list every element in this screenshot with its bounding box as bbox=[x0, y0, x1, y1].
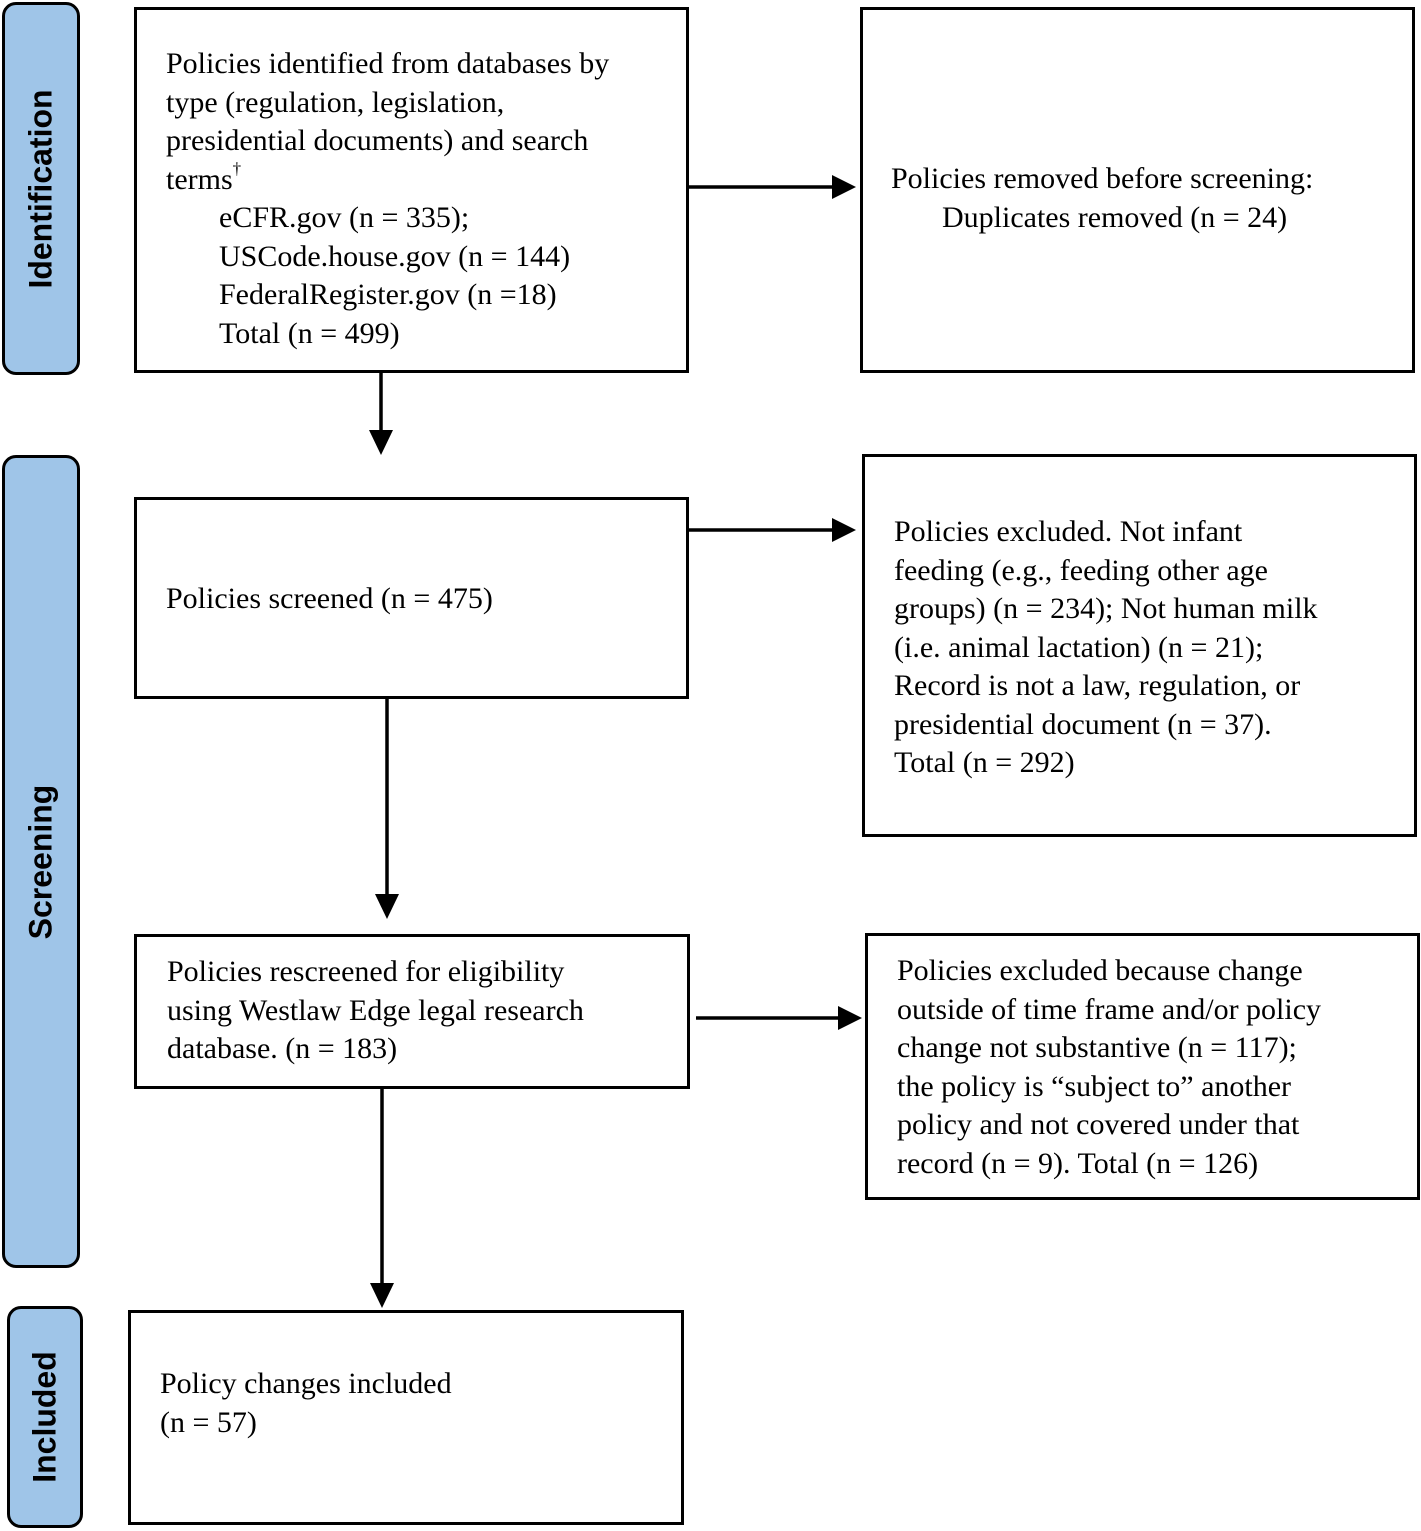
phase-screening: Screening bbox=[2, 455, 80, 1268]
removed-line-1: Policies removed before screening: bbox=[891, 162, 1314, 195]
excluded-1-line-6: presidential document (n = 37). bbox=[894, 707, 1272, 741]
removed-box: Policies removed before screening: Dupli… bbox=[860, 7, 1415, 373]
arrowhead-excluded-1 bbox=[832, 518, 856, 542]
identified-total: Total (n = 499) bbox=[219, 316, 400, 350]
arrowhead-excluded-2 bbox=[838, 1006, 862, 1030]
arrowhead-screening bbox=[369, 430, 393, 455]
arrowhead-rescreened bbox=[375, 894, 399, 919]
rescreened-line-1: Policies rescreened for eligibility bbox=[167, 955, 565, 988]
excluded-2-line-6: record (n = 9). Total (n = 126) bbox=[897, 1146, 1259, 1180]
phase-identification: Identification bbox=[2, 2, 80, 375]
identified-line-4: terms† bbox=[166, 158, 686, 200]
excluded-box-1: Policies excluded. Not infant feeding (e… bbox=[862, 454, 1417, 837]
included-box: Policy changes included (n = 57) bbox=[128, 1310, 684, 1525]
excluded-box-2: Policies excluded because change outside… bbox=[865, 933, 1420, 1200]
identified-source-federalregister: FederalRegister.gov (n =18) bbox=[219, 278, 557, 311]
rescreened-line-2: using Westlaw Edge legal research bbox=[167, 993, 584, 1027]
included-line-2: (n = 57) bbox=[160, 1405, 257, 1439]
phase-included: Included bbox=[7, 1306, 83, 1528]
identified-line-3: presidential documents) and search bbox=[166, 124, 589, 157]
identified-line-2: type (regulation, legislation, bbox=[166, 85, 505, 119]
identified-terms-text: terms bbox=[166, 162, 233, 196]
arrowhead-removed bbox=[832, 175, 856, 199]
removed-line-2: Duplicates removed (n = 24) bbox=[942, 200, 1288, 234]
excluded-2-line-1: Policies excluded because change bbox=[897, 954, 1303, 987]
screened-box: Policies screened (n = 475) bbox=[134, 497, 689, 699]
excluded-2-line-4: the policy is “subject to” another bbox=[897, 1069, 1292, 1103]
excluded-1-line-3: groups) (n = 234); Not human milk bbox=[894, 592, 1318, 625]
rescreened-box: Policies rescreened for eligibility usin… bbox=[134, 934, 690, 1089]
excluded-2-line-5: policy and not covered under that bbox=[897, 1108, 1300, 1141]
excluded-2-line-3: change not substantive (n = 117); bbox=[897, 1031, 1297, 1064]
identified-source-ecfr: eCFR.gov (n = 335); bbox=[219, 201, 470, 234]
screened-line-1: Policies screened (n = 475) bbox=[166, 582, 493, 615]
excluded-1-line-7: Total (n = 292) bbox=[894, 746, 1075, 779]
arrowhead-included bbox=[370, 1283, 394, 1308]
excluded-1-line-1: Policies excluded. Not infant bbox=[894, 515, 1243, 548]
dagger-footnote-mark: † bbox=[232, 158, 242, 178]
rescreened-line-3: database. (n = 183) bbox=[167, 1032, 398, 1065]
excluded-1-line-4: (i.e. animal lactation) (n = 21); bbox=[894, 630, 1264, 664]
identified-line-1: Policies identified from databases by bbox=[166, 47, 610, 80]
excluded-1-line-2: feeding (e.g., feeding other age bbox=[894, 553, 1268, 587]
identified-source-uscode: USCode.house.gov (n = 144) bbox=[219, 239, 571, 273]
included-line-1: Policy changes included bbox=[160, 1367, 452, 1400]
excluded-1-line-5: Record is not a law, regulation, or bbox=[894, 669, 1301, 702]
excluded-2-line-2: outside of time frame and/or policy bbox=[897, 992, 1322, 1026]
identified-box: Policies identified from databases by ty… bbox=[134, 7, 689, 373]
